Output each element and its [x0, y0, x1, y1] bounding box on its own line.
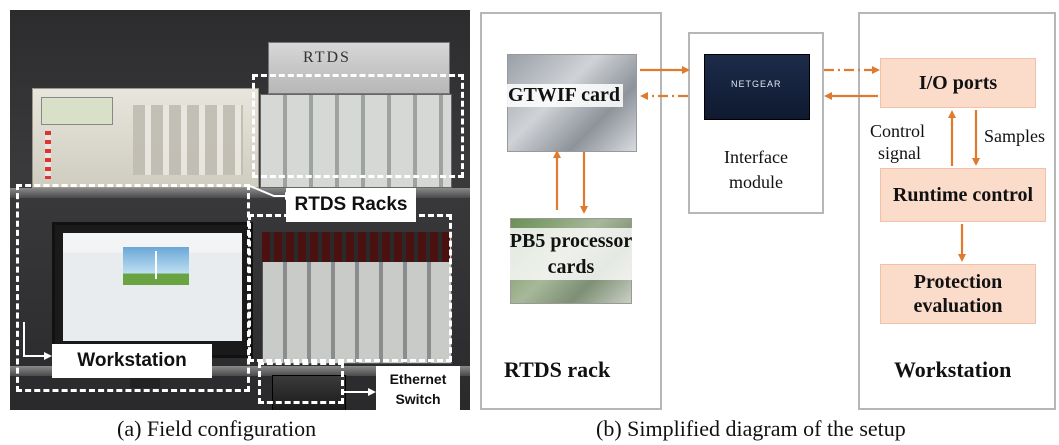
control-signal-label: Control signal [870, 120, 925, 164]
rtds-rack-title: RTDS rack [504, 357, 611, 382]
pb5-label-line2: cards [547, 256, 595, 278]
pb5-label: PB5 processor cards [497, 228, 645, 280]
relay-buttons [133, 105, 243, 175]
workstation-monitor [52, 222, 253, 358]
wind-turbine-icon [155, 251, 157, 279]
interface-module-label: Interface module [688, 145, 824, 195]
runtime-control-box: Runtime control [880, 168, 1046, 222]
netgear-device: NETGEAR [704, 54, 810, 120]
rtds-racks-label: RTDS Racks [286, 188, 416, 222]
ethernet-switch-label: Ethernet Switch [376, 366, 460, 412]
rtds-brand: RTDS [303, 49, 351, 66]
switch-highlight [258, 362, 344, 404]
pb5-label-line1: PB5 processor [509, 230, 633, 252]
caption-a: (a) Field configuration [117, 416, 317, 441]
control-line2: signal [878, 143, 921, 163]
protection-line2: evaluation [913, 295, 1003, 317]
rtds-rack-panel [262, 232, 450, 262]
workstation-label: Workstation [52, 344, 212, 378]
relay-display [41, 97, 113, 125]
workstation-title: Workstation [894, 357, 1012, 382]
protective-relay [32, 88, 259, 188]
samples-label: Samples [984, 126, 1045, 146]
relay-leds [45, 131, 51, 179]
netgear-brand: NETGEAR [731, 79, 782, 89]
protection-line1: Protection [913, 271, 1003, 293]
monitor-screen [63, 233, 242, 341]
shelf [10, 366, 470, 376]
protection-evaluation-box: Protection evaluation [880, 264, 1036, 324]
interface-line1: Interface [724, 147, 788, 167]
control-line1: Control [870, 121, 926, 141]
ethernet-label-line1: Ethernet [389, 371, 447, 387]
rtds-unit: RTDS [268, 42, 450, 94]
io-ports-box: I/O ports [880, 58, 1036, 108]
gtwif-card-label: GTWIF card [505, 84, 624, 107]
caption-b: (b) Simplified diagram of the setup [596, 416, 906, 441]
interface-line2: module [729, 172, 783, 192]
shelf [10, 188, 470, 198]
rtds-rack-upper [260, 94, 452, 188]
ethernet-label-line2: Switch [395, 391, 441, 407]
rtds-rack-highlight [252, 74, 464, 178]
